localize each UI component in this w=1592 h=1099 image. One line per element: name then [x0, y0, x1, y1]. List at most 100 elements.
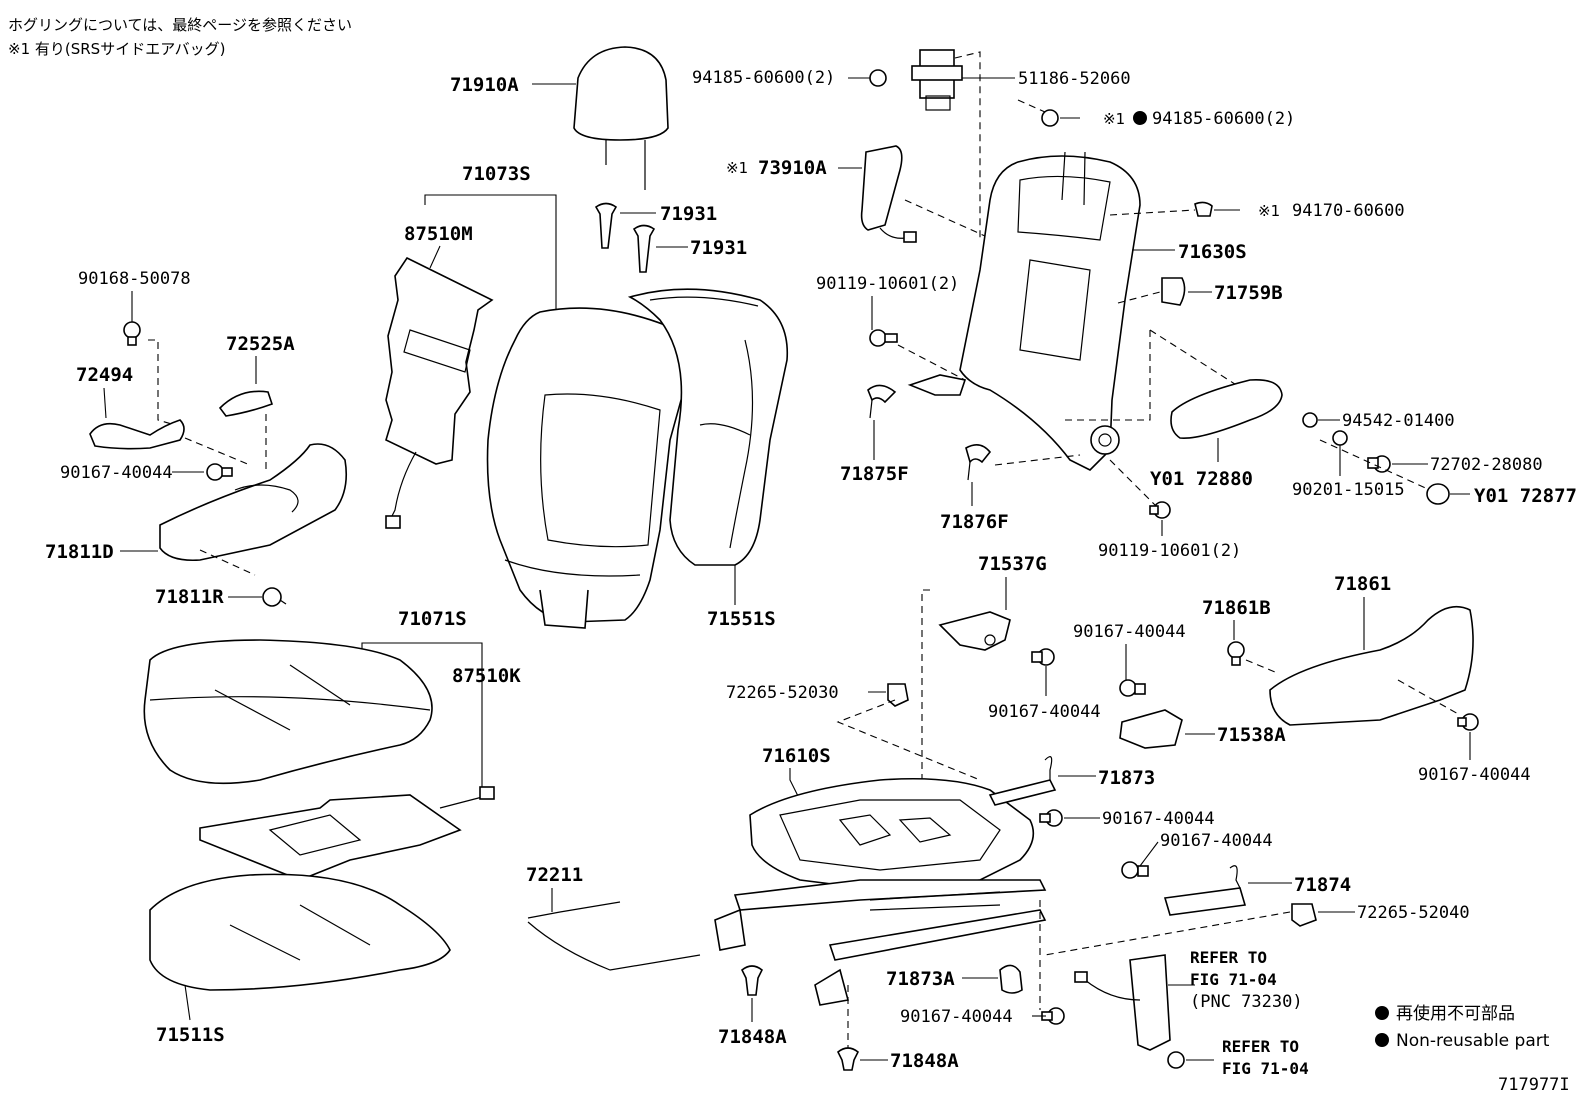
label-71875F: 71875F [840, 463, 909, 485]
label-71861B: 71861B [1202, 597, 1271, 619]
label-72211: 72211 [526, 864, 583, 886]
seatback-heater-87510M[interactable] [385, 256, 494, 529]
seat-frame-71610S[interactable] [749, 777, 1035, 891]
label-71537G: 71537G [978, 553, 1047, 575]
clip-72265-52040[interactable] [1291, 903, 1317, 927]
bolt-buckle[interactable] [1167, 1051, 1185, 1069]
label-71931-upper: 71931 [660, 203, 717, 225]
label-71538A: 71538A [1217, 724, 1286, 746]
label-90167-40044-a: 90167-40044 [988, 702, 1101, 722]
recliner-lever-72880[interactable] [1170, 378, 1283, 439]
legend-dot-jp [1375, 1006, 1389, 1020]
screw-72702-28080[interactable] [1367, 455, 1391, 473]
label-90167-40044-c: 90167-40044 [1418, 765, 1531, 785]
note-srs-airbag: ※1 有り(SRSサイドエアバッグ) [8, 40, 225, 58]
bolt-90119-10601-upper[interactable] [869, 329, 898, 347]
cap-71811R[interactable] [262, 587, 287, 607]
label-72494: 72494 [76, 364, 133, 386]
wire-72211[interactable] [527, 901, 701, 971]
headrest-71910A[interactable] [573, 46, 669, 190]
seat-cushion-cover[interactable] [143, 639, 433, 785]
label-71931-lower: 71931 [690, 237, 747, 259]
seat-cushion-pad-71511S[interactable] [149, 873, 451, 991]
clip-72265-52030[interactable] [887, 683, 909, 707]
seatback-frame-71630S[interactable] [907, 151, 1141, 471]
seat-shield-71861[interactable] [1269, 605, 1474, 726]
nut-94185-60600-airbag[interactable] [1041, 109, 1059, 127]
headrest-support-71931-upper[interactable] [594, 202, 618, 249]
cap-71873A[interactable] [999, 964, 1023, 994]
label-90167-40044-b: 90167-40044 [1073, 622, 1186, 642]
screw-90167-40044-b[interactable] [1119, 679, 1146, 697]
label-71071S: 71071S [398, 608, 467, 630]
label-90119-10601-lower: 90119-10601(2) [1098, 541, 1241, 561]
label-51186-52060: 51186-52060 [1018, 69, 1131, 89]
label-90168-50078: 90168-50078 [78, 269, 191, 289]
cap-72877[interactable] [1426, 483, 1450, 505]
legend-dot-en [1375, 1033, 1389, 1047]
label-71848A-upper: 71848A [718, 1026, 787, 1048]
screw-90167-40044-a[interactable] [1031, 648, 1055, 666]
label-87510K: 87510K [452, 665, 521, 687]
label-Y01-72877: Y01 72877 [1474, 485, 1577, 507]
label-71874: 71874 [1294, 874, 1351, 896]
seatbelt-buckle-73230[interactable] [1074, 954, 1171, 1051]
connector-51186-52060[interactable] [911, 49, 963, 111]
screw-90167-40044-c[interactable] [1457, 713, 1479, 731]
label-90167-40044-e: 90167-40044 [1160, 831, 1273, 851]
legend-non-reusable-en: Non-reusable part [1396, 1031, 1550, 1051]
pin-71848A-lower[interactable] [836, 1047, 860, 1071]
seat-heater-87510K[interactable] [199, 786, 495, 881]
seat-shield-71811D[interactable] [159, 443, 348, 562]
washer-90201-15015[interactable] [1332, 430, 1348, 446]
label-Y01-72880: Y01 72880 [1150, 468, 1253, 490]
clip-90168-50078[interactable] [123, 321, 141, 346]
ref-text-1b: FIG 71-04 [1190, 970, 1277, 989]
label-71610S: 71610S [762, 745, 831, 767]
label-71876F: 71876F [940, 511, 1009, 533]
bracket-71537G[interactable] [938, 611, 1011, 651]
screw-90167-40044-d[interactable] [1039, 809, 1063, 827]
label-71759B: 71759B [1214, 282, 1283, 304]
bracket-71538A[interactable] [1119, 709, 1183, 749]
clip-71759B[interactable] [1161, 277, 1186, 306]
non-reusable-dot-94185 [1133, 111, 1147, 125]
label-71630S: 71630S [1178, 241, 1247, 263]
ref-text-2a: REFER TO [1222, 1037, 1299, 1056]
diagram-id: 717977I [1498, 1075, 1570, 1095]
label-71910A: 71910A [450, 74, 519, 96]
lever-71874[interactable] [1163, 865, 1247, 916]
headrest-support-71931-lower[interactable] [632, 224, 656, 273]
clip-71861B[interactable] [1227, 641, 1245, 666]
label-94170-60600: 94170-60600 [1292, 201, 1405, 221]
mark-1-clip: ※1 [1258, 202, 1280, 220]
cover-71875F[interactable] [867, 384, 897, 419]
screw-90167-40044-e[interactable] [1121, 861, 1149, 879]
lever-72494[interactable] [89, 419, 185, 450]
pin-71848A-upper[interactable] [740, 965, 764, 996]
side-airbag-73910A[interactable] [860, 145, 917, 243]
washer-94542-01400[interactable] [1302, 412, 1318, 428]
label-94185-60600-top: 94185-60600(2) [692, 68, 835, 88]
seatback-cover-71551S[interactable] [627, 288, 789, 566]
seatback-pad[interactable] [486, 307, 689, 629]
label-90119-10601-upper: 90119-10601(2) [816, 274, 959, 294]
label-94542-01400: 94542-01400 [1342, 411, 1455, 431]
label-71811D: 71811D [45, 541, 114, 563]
screw-90167-40044-f[interactable] [1041, 1007, 1065, 1025]
cover-71876F[interactable] [965, 444, 992, 481]
clip-94170-60600[interactable] [1194, 201, 1213, 217]
nut-94185-60600-top[interactable] [869, 69, 887, 87]
seat-track-rails[interactable] [714, 879, 1047, 1006]
label-72525A: 72525A [226, 333, 295, 355]
screw-90167-40044-left[interactable] [206, 463, 233, 481]
knob-72525A[interactable] [218, 390, 274, 417]
label-87510M: 87510M [404, 223, 473, 245]
ref-text-1c: (PNC 73230) [1190, 992, 1303, 1012]
bolt-90119-10601-lower[interactable] [1149, 501, 1171, 519]
legend-non-reusable-jp: 再使用不可部品 [1396, 1003, 1515, 1024]
label-90167-40044-left: 90167-40044 [60, 463, 173, 483]
label-90201-15015: 90201-15015 [1292, 480, 1405, 500]
label-72265-52030: 72265-52030 [726, 683, 839, 703]
lever-71873[interactable] [988, 756, 1057, 806]
